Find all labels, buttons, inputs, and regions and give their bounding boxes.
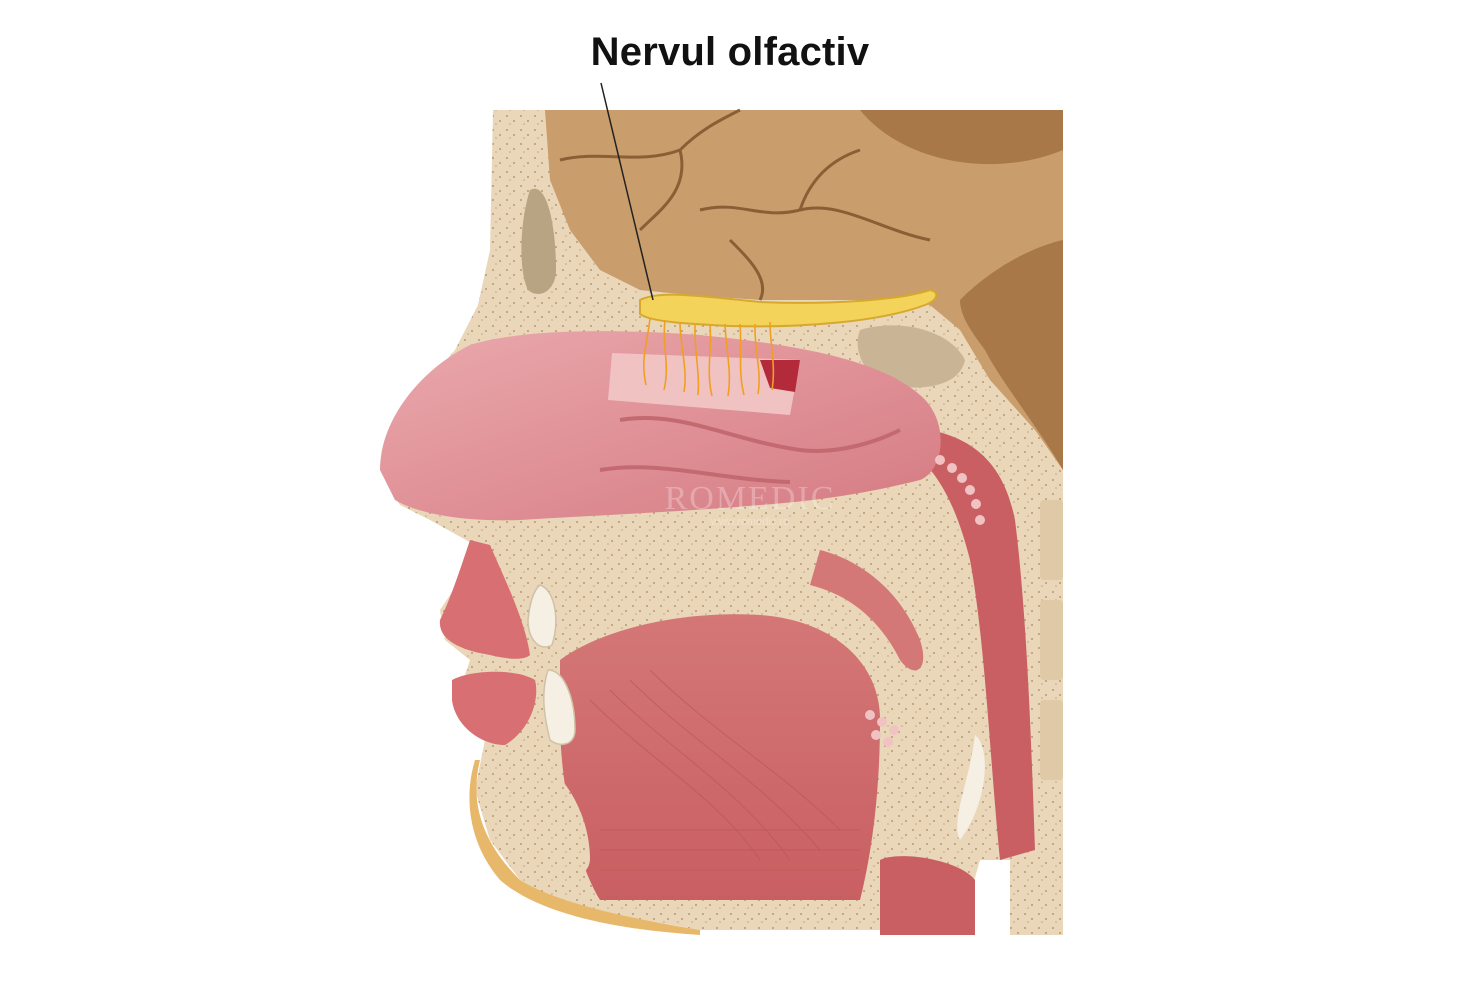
palate <box>470 533 849 612</box>
lower-incisor <box>543 669 576 746</box>
brain <box>545 110 1063 470</box>
pharynx <box>915 430 1035 860</box>
watermark-url: www.romedic.ro <box>710 516 790 528</box>
tongue-muscle-fibers <box>589 669 860 871</box>
upper-lip <box>439 540 530 659</box>
olfactory-bulb <box>639 288 938 328</box>
mandible <box>534 760 590 879</box>
frontal-sinus <box>521 188 556 294</box>
olfactory-nerve-fibers <box>643 317 775 397</box>
sphenoid-sinus <box>857 325 965 388</box>
label-pointer <box>600 82 654 301</box>
lower-lip <box>452 671 537 745</box>
brain-fold <box>860 110 1063 165</box>
olfactory-epithelium-cut <box>760 360 800 392</box>
olfactory-nerve-label: Nervul olfactiv <box>590 30 870 74</box>
epiglottis <box>957 735 985 840</box>
olfactory-epithelium <box>608 353 800 415</box>
brainstem <box>960 240 1063 470</box>
larynx <box>880 856 975 935</box>
watermark-logo: ROMEDIC <box>664 480 836 517</box>
brain-sulci <box>559 108 931 301</box>
upper-incisor <box>527 584 557 648</box>
nasal-cavity <box>380 331 941 521</box>
tonsil <box>865 710 899 747</box>
adenoids <box>935 455 985 525</box>
chin-skin <box>469 760 700 935</box>
turbinates <box>599 415 901 484</box>
soft-palate <box>810 550 924 671</box>
cervical-vertebrae <box>1040 500 1063 780</box>
